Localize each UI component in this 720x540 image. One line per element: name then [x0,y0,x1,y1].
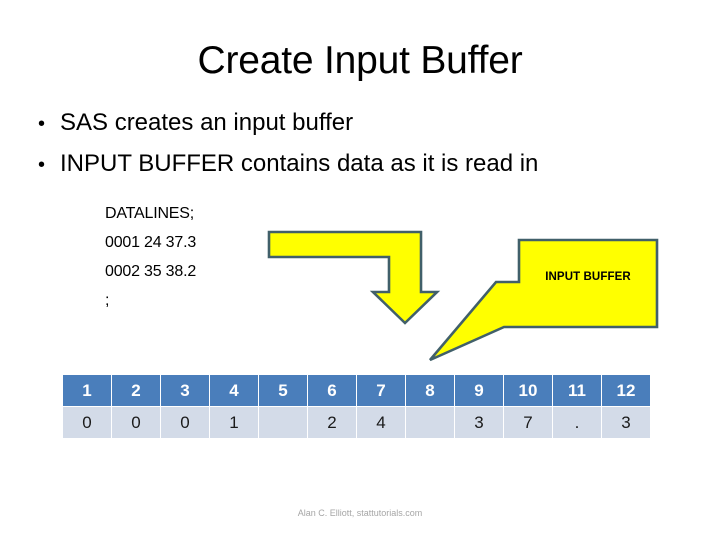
bullet-marker-icon: • [38,154,46,176]
column-header: 3 [160,374,210,407]
bullet-list: • SAS creates an input buffer • INPUT BU… [38,106,688,188]
buffer-cell: 0 [160,406,210,439]
code-line: DATALINES; [105,205,194,222]
code-line: 0002 35 38.2 [105,263,197,280]
list-item: • INPUT BUFFER contains data as it is re… [38,147,688,182]
list-item: • SAS creates an input buffer [38,106,688,141]
bullet-text: INPUT BUFFER contains data as it is read… [60,150,539,177]
column-header: 6 [307,374,357,407]
column-header: 8 [405,374,455,407]
code-line: 0001 24 37.3 [105,234,197,251]
buffer-cell: 0 [62,406,112,439]
callout-label: INPUT BUFFER [545,271,631,283]
table-row: 0 0 0 1 2 4 3 7 . 3 [62,406,651,439]
buffer-cell [258,406,308,439]
column-header: 7 [356,374,406,407]
buffer-cell: . [552,406,602,439]
callout-pointer-icon [429,238,659,362]
buffer-cell [405,406,455,439]
table-header-row: 1 2 3 4 5 6 7 8 9 10 11 12 [62,374,651,407]
datalines-code-block: DATALINES; 0001 24 37.3 0002 35 38.2 ; [105,199,335,315]
bullet-text: SAS creates an input buffer [60,109,354,136]
buffer-cell: 0 [111,406,161,439]
page-title: Create Input Buffer [197,39,523,82]
column-header: 10 [503,374,553,407]
column-header: 12 [601,374,651,407]
column-header: 5 [258,374,308,407]
column-header: 4 [209,374,259,407]
buffer-cell: 1 [209,406,259,439]
column-header: 11 [552,374,602,407]
code-line: ; [105,292,110,309]
buffer-cell: 3 [601,406,651,439]
buffer-cell: 7 [503,406,553,439]
bullet-marker-icon: • [38,113,46,135]
buffer-cell: 4 [356,406,406,439]
column-header: 2 [111,374,161,407]
buffer-cell: 3 [454,406,504,439]
slide-footer-credit: Alan C. Elliott, stattutorials.com [297,508,423,518]
column-header: 1 [62,374,112,407]
buffer-cell: 2 [307,406,357,439]
column-header: 9 [454,374,504,407]
input-buffer-table: 1 2 3 4 5 6 7 8 9 10 11 12 0 0 0 1 2 [62,374,651,439]
